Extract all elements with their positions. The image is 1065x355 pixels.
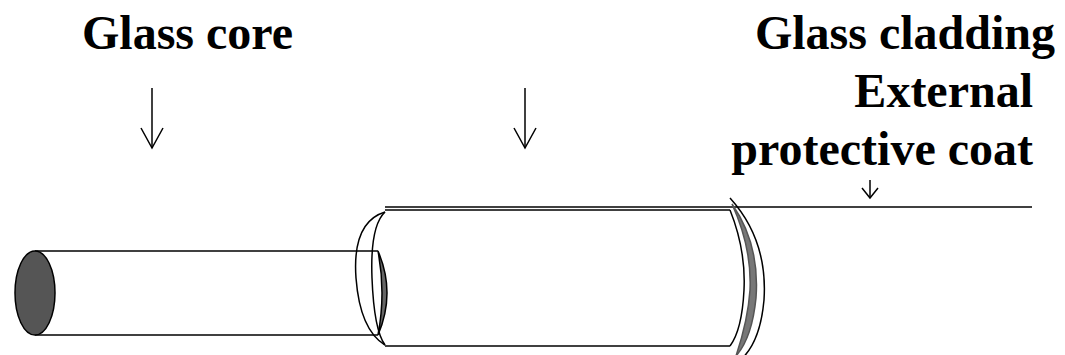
coat-face [730,198,764,355]
cladding-face [356,212,385,345]
pointer-arrow [514,88,536,148]
pointer-arrow [862,180,878,198]
coat-shadow [732,204,757,355]
core-end [15,251,55,335]
part-label: Glass core [82,4,382,62]
part-label: Glass cladding [635,4,1055,62]
part-label: External protective coat [643,62,1033,178]
cladding-outline [385,345,730,347]
cladding-face [372,212,385,345]
pointer-arrow [141,88,163,148]
core-outline [35,334,378,336]
cladding-outline [385,209,730,211]
edge-line [385,206,1032,208]
core-outline [35,250,378,252]
core-end [378,251,387,335]
